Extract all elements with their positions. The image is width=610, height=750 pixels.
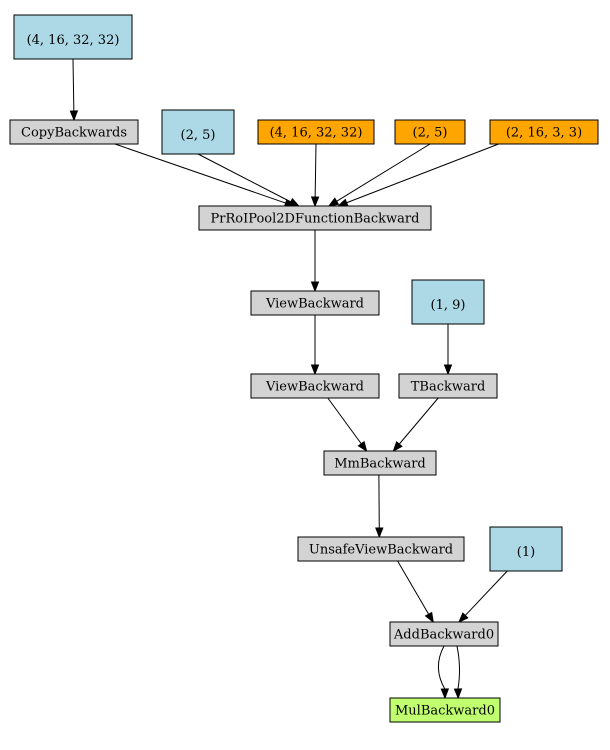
edge-line	[398, 397, 439, 445]
edge-line	[314, 143, 317, 198]
node-mul: MulBackward0	[389, 697, 501, 723]
nodes-layer: (4, 16, 32, 32) CopyBackwards (2, 5) (4, 16…	[9, 14, 599, 723]
node-box	[13, 14, 133, 60]
node-box	[198, 205, 432, 231]
node-box	[9, 119, 139, 145]
arrowhead	[453, 688, 463, 700]
node-add: AddBackward0	[389, 621, 499, 647]
edge-view1-to-view2	[310, 315, 320, 376]
arrowhead	[424, 611, 434, 624]
node-box	[161, 109, 235, 155]
edge-tb-to-mm	[392, 397, 439, 453]
node-box	[489, 526, 563, 572]
node-p1: (4, 16, 32, 32)	[257, 119, 375, 145]
node-label: UnsafeViewBackward	[309, 543, 453, 558]
node-box	[250, 290, 380, 316]
edge-p2-to-prroi	[327, 143, 431, 207]
node-p3: (2, 16, 3, 3)	[489, 119, 599, 145]
node-label: (2, 16, 3, 3)	[506, 126, 582, 141]
arrowhead	[310, 196, 320, 208]
node-label: (2, 5)	[181, 128, 216, 143]
edge-b-to-add	[458, 570, 508, 624]
node-box	[389, 621, 499, 647]
node-box	[250, 373, 380, 399]
node-label: ViewBackward	[265, 297, 364, 312]
arrowhead	[375, 527, 384, 539]
node-p2: (2, 5)	[394, 119, 466, 145]
edge-w-to-tb	[443, 324, 453, 376]
node-label: (4, 16, 32, 32)	[270, 126, 363, 141]
node-box	[297, 536, 465, 562]
node-label: (2, 5)	[413, 126, 448, 141]
arrowhead	[357, 440, 368, 453]
arrowhead	[310, 281, 320, 293]
edge-add-to-mul	[453, 645, 463, 700]
edge-view2-to-mm	[327, 397, 368, 453]
node-label: (4, 16, 32, 32)	[27, 33, 120, 48]
edge-line	[114, 143, 286, 204]
arrowhead	[327, 197, 340, 207]
node-uv: UnsafeViewBackward	[297, 536, 465, 562]
edge-line	[197, 153, 291, 203]
arrowhead	[440, 688, 450, 700]
node-mm: MmBackward	[323, 450, 437, 476]
node-view1: ViewBackward	[250, 290, 380, 316]
arrowhead	[69, 110, 79, 122]
node-w: (1, 9)	[411, 279, 485, 325]
node-prroi: PrRoIPool2DFunctionBackward	[198, 205, 432, 231]
edge-line	[346, 143, 499, 204]
node-view2: ViewBackward	[250, 373, 380, 399]
edge-uv-to-add	[397, 560, 434, 624]
arrowhead	[336, 198, 349, 207]
node-label: CopyBackwards	[21, 126, 127, 141]
edges-layer	[69, 58, 508, 700]
node-box	[411, 279, 485, 325]
edge-line	[456, 645, 460, 690]
node-box	[389, 697, 501, 723]
edge-line	[437, 645, 446, 690]
node-copy: CopyBackwards	[9, 119, 139, 145]
edge-line	[464, 570, 508, 616]
arrowhead	[288, 197, 301, 207]
edge-line	[72, 58, 75, 112]
node-label: PrRoIPool2DFunctionBackward	[211, 212, 420, 227]
arrowhead	[310, 364, 320, 376]
node-box	[489, 119, 599, 145]
edge-line	[336, 143, 431, 202]
node-b: (1)	[489, 526, 563, 572]
arrowhead	[443, 364, 453, 376]
arrowhead	[392, 441, 403, 453]
node-label: ViewBackward	[265, 380, 364, 395]
arrowhead	[458, 612, 469, 624]
node-label: (1)	[517, 545, 535, 560]
edge-in_top-to-copy	[69, 58, 79, 122]
node-label: (1, 9)	[431, 298, 466, 313]
edge-line	[327, 397, 362, 445]
edge-p1-to-prroi	[310, 143, 320, 208]
edge-prroi-to-view1	[310, 230, 320, 293]
node-tb: TBackward	[398, 373, 498, 399]
edge-rois-to-prroi	[197, 153, 301, 207]
node-box	[323, 450, 437, 476]
node-label: AddBackward0	[393, 628, 494, 643]
edge-p3-to-prroi	[336, 143, 499, 207]
edge-add-to-mul	[437, 645, 450, 700]
node-box	[394, 119, 466, 145]
node-in_top: (4, 16, 32, 32)	[13, 14, 133, 60]
node-label: MulBackward0	[395, 704, 495, 719]
node-label: TBackward	[411, 380, 486, 395]
node-box	[257, 119, 375, 145]
node-label: MmBackward	[334, 457, 426, 472]
edge-line	[397, 560, 430, 615]
node-box	[398, 373, 498, 399]
node-rois: (2, 5)	[161, 109, 235, 155]
edge-mm-to-uv	[375, 474, 384, 539]
